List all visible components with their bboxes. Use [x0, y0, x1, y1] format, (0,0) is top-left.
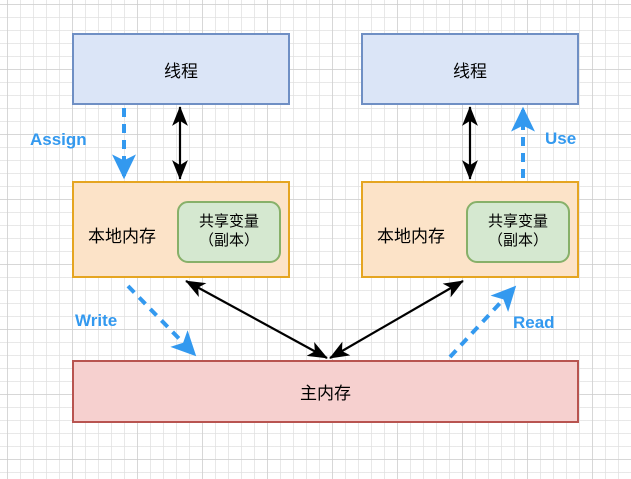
local-memory-box-left[interactable]: 本地内存 共享变量 （副本）: [72, 181, 290, 278]
local-memory-label-right: 本地内存: [377, 227, 445, 246]
shared-variable-line2-right: （副本）: [487, 232, 548, 249]
edge-label-write: Write: [75, 311, 118, 330]
shared-variable-line1-right: 共享变量: [487, 213, 548, 231]
thread-box-left[interactable]: 线程: [72, 33, 290, 105]
arrow-write: [126, 284, 197, 357]
thread-label-left: 线程: [164, 61, 198, 81]
arrow-read: [448, 285, 517, 359]
arrow-localmem-mainmem-left: [185, 280, 328, 359]
shared-variable-line2-left: （副本）: [198, 232, 259, 249]
main-memory-box[interactable]: 主内存: [72, 360, 579, 423]
edge-label-assign: Assign: [30, 130, 87, 149]
edge-label-use: Use: [545, 129, 577, 148]
local-memory-label-left: 本地内存: [88, 227, 156, 246]
shared-variable-line1-left: 共享变量: [198, 213, 259, 231]
arrow-localmem-mainmem-right: [329, 280, 464, 359]
thread-box-right[interactable]: 线程: [361, 33, 579, 105]
local-memory-box-right[interactable]: 本地内存 共享变量 （副本）: [361, 181, 579, 278]
edge-label-read: Read: [513, 313, 555, 332]
shared-variable-box-right[interactable]: 共享变量 （副本）: [466, 201, 570, 263]
main-memory-label: 主内存: [300, 384, 351, 403]
thread-label-right: 线程: [453, 61, 487, 81]
shared-variable-box-left[interactable]: 共享变量 （副本）: [177, 201, 281, 263]
